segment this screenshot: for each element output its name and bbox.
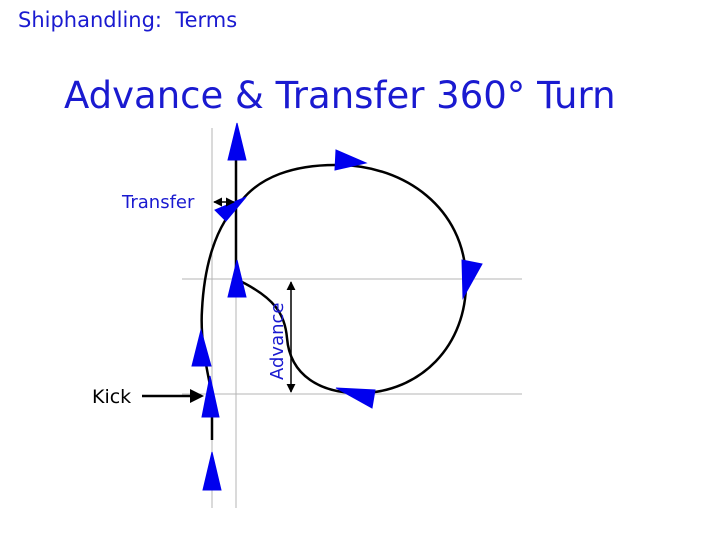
guide-lines bbox=[182, 128, 522, 508]
kick-pointer bbox=[142, 389, 204, 403]
ship-marker-right bbox=[461, 259, 483, 300]
advance-label: Advance bbox=[267, 303, 288, 380]
ship-marker-bottom bbox=[335, 387, 376, 409]
ship-marker-kick bbox=[201, 375, 220, 418]
turn-circle-track bbox=[200, 163, 468, 396]
dimension-arrows bbox=[213, 197, 296, 393]
ship-marker-top bbox=[334, 149, 368, 171]
ship-marker-left-lower bbox=[191, 328, 212, 367]
transfer-label: Transfer bbox=[121, 192, 195, 213]
ship-marker-start bbox=[202, 451, 222, 491]
ship-marker-transfer bbox=[214, 196, 247, 222]
slide-header: Shiphandling: Terms bbox=[18, 8, 238, 32]
ship-markers bbox=[191, 122, 483, 491]
ship-marker-advance bbox=[227, 259, 247, 298]
kick-label: Kick bbox=[92, 386, 131, 408]
slide-title: Advance & Transfer 360° Turn bbox=[64, 74, 616, 117]
ship-marker-exit bbox=[227, 122, 247, 161]
